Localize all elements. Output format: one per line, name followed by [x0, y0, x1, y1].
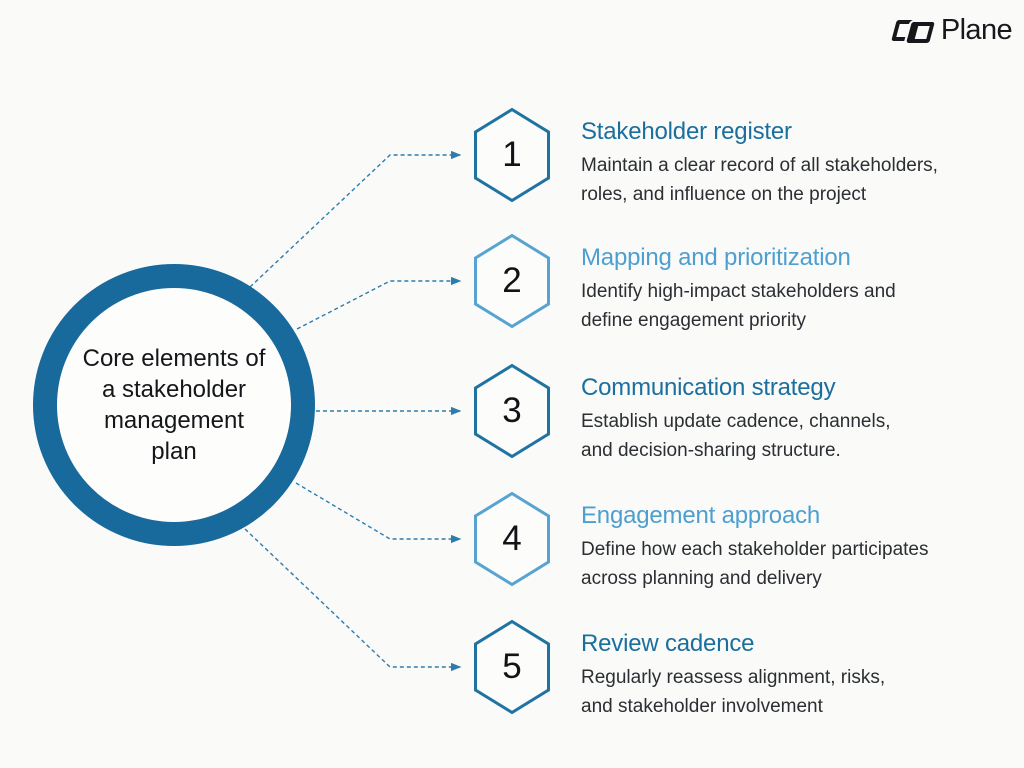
hexagon-icon: [474, 233, 550, 329]
hexagon-icon: [474, 491, 550, 587]
brand-name: Plane: [940, 14, 1013, 46]
element-text: Review cadence Regularly reassess alignm…: [581, 619, 885, 721]
plane-logo-icon: [891, 19, 935, 43]
hexagon-badge: 3: [470, 363, 554, 459]
element-text: Communication strategy Establish update …: [581, 363, 891, 465]
element-description: Identify high-impact stakeholders and de…: [581, 281, 896, 331]
element-text: Mapping and prioritization Identify high…: [581, 233, 896, 335]
element-text: Engagement approach Define how each stak…: [581, 491, 928, 593]
element-description: Establish update cadence, channels, and …: [581, 411, 891, 461]
hexagon-badge: 2: [470, 233, 554, 329]
element-title: Communication strategy: [581, 374, 836, 401]
hexagon-badge: 5: [470, 619, 554, 715]
plan-element-row: 3 Communication strategy Establish updat…: [470, 363, 891, 465]
hexagon-badge: 4: [470, 491, 554, 587]
connector-2: [296, 276, 462, 330]
element-title: Review cadence: [581, 630, 755, 657]
hexagon-icon: [474, 107, 550, 203]
element-number: 5: [502, 647, 522, 686]
element-description: Define how each stakeholder participates…: [581, 539, 929, 589]
element-number: 3: [502, 391, 522, 430]
plan-element-row: 2 Mapping and prioritization Identify hi…: [470, 233, 896, 335]
connector-1: [249, 150, 462, 288]
connector-4: [295, 482, 462, 544]
element-title: Stakeholder register: [581, 118, 792, 145]
element-description: Regularly reassess alignment, risks, and…: [581, 667, 886, 717]
connector-5: [244, 528, 462, 672]
plan-element-row: 5 Review cadence Regularly reassess alig…: [470, 619, 885, 721]
plan-element-row: 4 Engagement approach Define how each st…: [470, 491, 928, 593]
hexagon-icon: [474, 619, 550, 715]
element-number: 4: [502, 519, 522, 558]
element-number: 2: [502, 261, 522, 300]
element-description: Maintain a clear record of all stakehold…: [581, 155, 938, 205]
hexagon-icon: [474, 363, 550, 459]
element-title: Mapping and prioritization: [581, 244, 851, 271]
hexagon-badge: 1: [470, 107, 554, 203]
element-text: Stakeholder register Maintain a clear re…: [581, 107, 938, 209]
logo-glyph-front: [906, 21, 935, 43]
element-number: 1: [502, 135, 522, 174]
brand-logo: Plane: [891, 14, 1013, 47]
plan-element-row: 1 Stakeholder register Maintain a clear …: [470, 107, 938, 209]
element-title: Engagement approach: [581, 502, 821, 529]
